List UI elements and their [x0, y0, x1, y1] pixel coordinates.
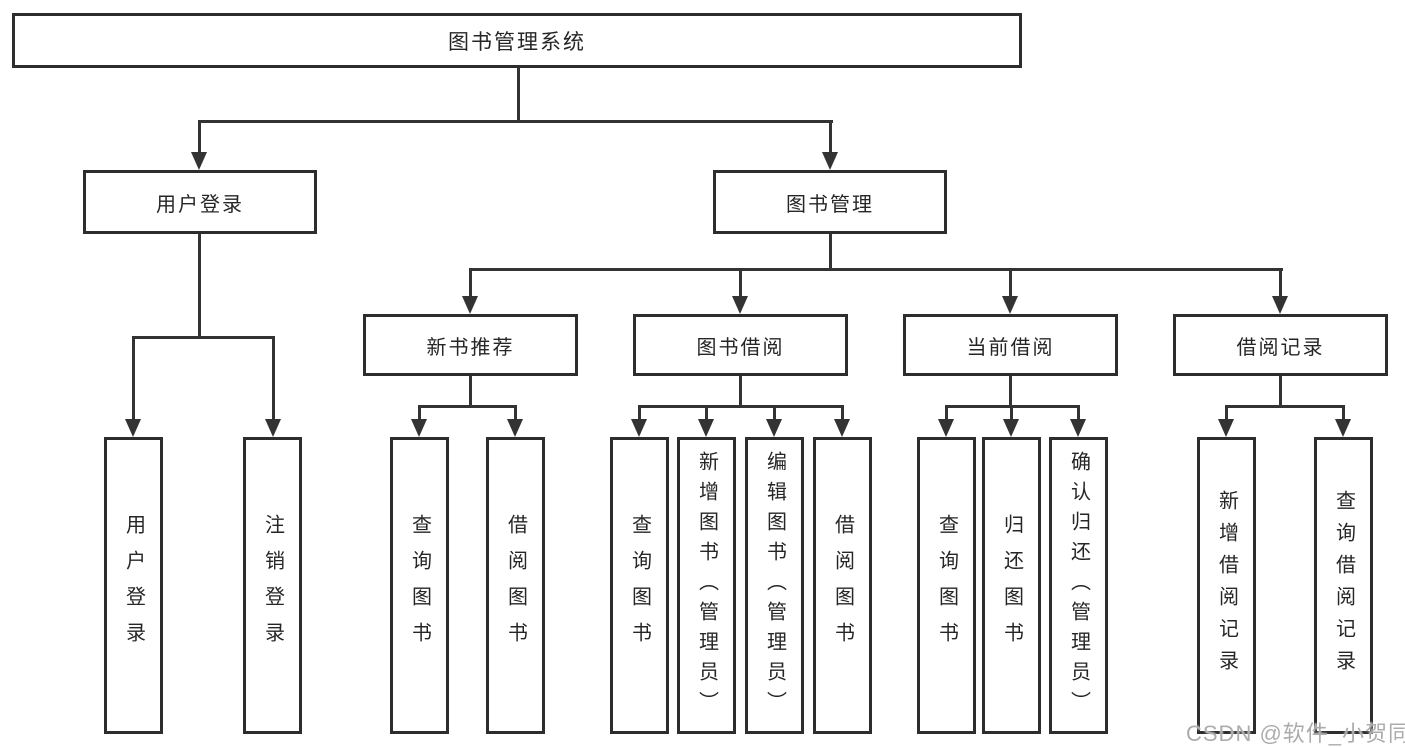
leaf-edit-books-admin: 编辑图书（管理员） [745, 437, 804, 734]
connector-borrow-records-stem [1279, 376, 1282, 405]
node-book-borrow-label: 图书借阅 [696, 336, 785, 359]
arrow-down-icon [938, 419, 954, 437]
connector-book-management-stem [829, 234, 832, 268]
node-borrow-records: 借阅记录 [1173, 314, 1388, 376]
arrow-down-icon [1003, 419, 1019, 437]
arrow-down-icon [1002, 296, 1018, 314]
node-current-borrow-label: 当前借阅 [966, 336, 1055, 359]
leaf-query-borrow-record-label: 查询借阅记录 [1332, 489, 1355, 682]
connector-drop-leaf [1077, 405, 1080, 421]
leaf-query-books-borrow: 查询图书 [610, 437, 669, 734]
arrow-down-icon [462, 296, 478, 314]
leaf-query-borrow-record: 查询借阅记录 [1314, 437, 1373, 734]
node-new-book-recommend-label: 新书推荐 [426, 336, 515, 359]
leaf-edit-books-admin-label: 编辑图书（管理员） [763, 450, 786, 721]
connector-drop-leaf [841, 405, 844, 421]
connector-drop-user-login [198, 120, 201, 154]
arrow-down-icon [507, 419, 523, 437]
connector-drop-leaf [514, 405, 517, 421]
leaf-borrow-books-recommend: 借阅图书 [486, 437, 545, 734]
leaf-add-books-admin: 新增图书（管理员） [677, 437, 736, 734]
connector-drop-login-leaf [132, 336, 135, 421]
arrow-down-icon [1070, 419, 1086, 437]
arrow-down-icon [265, 419, 281, 437]
leaf-logout-label: 注销登录 [261, 513, 284, 658]
connector-drop-current-borrow [1009, 268, 1012, 298]
arrow-down-icon [766, 419, 782, 437]
leaf-add-books-admin-label: 新增图书（管理员） [695, 450, 718, 721]
leaf-confirm-return-admin: 确认归还（管理员） [1049, 437, 1108, 734]
node-book-management: 图书管理 [713, 170, 947, 234]
leaf-query-books-recommend: 查询图书 [390, 437, 449, 734]
node-user-login: 用户登录 [83, 170, 317, 234]
arrow-down-icon [1218, 419, 1234, 437]
csdn-watermark: CSDN @软件_小贺同学 [1186, 721, 1405, 746]
connector-drop-leaf [638, 405, 641, 421]
leaf-add-borrow-record-label: 新增借阅记录 [1215, 489, 1238, 682]
leaf-logout: 注销登录 [243, 437, 302, 734]
arrow-down-icon [1335, 419, 1351, 437]
leaf-user-login: 用户登录 [104, 437, 163, 734]
connector-new-books-bar [418, 405, 517, 408]
leaf-borrow-books: 借阅图书 [813, 437, 872, 734]
connector-drop-leaf [945, 405, 948, 421]
arrow-down-icon [732, 296, 748, 314]
leaf-add-borrow-record: 新增借阅记录 [1197, 437, 1256, 734]
connector-user-login-stem [198, 234, 201, 336]
connector-current-borrow-stem [1009, 376, 1012, 405]
arrow-down-icon [698, 419, 714, 437]
arrow-down-icon [411, 419, 427, 437]
arrow-down-icon [631, 419, 647, 437]
connector-drop-leaf [705, 405, 708, 421]
connector-root-stem [517, 68, 520, 120]
arrow-down-icon [1272, 296, 1288, 314]
arrow-down-icon [191, 152, 207, 170]
node-book-management-label: 图书管理 [786, 193, 874, 216]
connector-drop-leaf [773, 405, 776, 421]
node-root: 图书管理系统 [12, 13, 1022, 68]
connector-drop-leaf [1342, 405, 1345, 421]
leaf-user-login-label: 用户登录 [122, 513, 145, 658]
connector-book-borrow-stem [739, 376, 742, 405]
leaf-query-books-current: 查询图书 [917, 437, 976, 734]
leaf-borrow-books-recommend-label: 借阅图书 [504, 513, 527, 658]
leaf-query-books-borrow-label: 查询图书 [628, 513, 651, 658]
leaf-borrow-books-label: 借阅图书 [831, 513, 854, 658]
connector-root-bar [198, 120, 833, 123]
connector-new-books-stem [469, 376, 472, 405]
node-new-book-recommend: 新书推荐 [363, 314, 578, 376]
connector-drop-leaf [1010, 405, 1013, 421]
connector-drop-book-borrow [739, 268, 742, 298]
node-user-login-label: 用户登录 [156, 193, 244, 216]
connector-book-borrow-bar [638, 405, 844, 408]
leaf-query-books-current-label: 查询图书 [935, 513, 958, 658]
leaf-return-books-label: 归还图书 [1000, 513, 1023, 658]
leaf-return-books: 归还图书 [982, 437, 1041, 734]
connector-user-login-bar [132, 336, 275, 339]
arrow-down-icon [125, 419, 141, 437]
leaf-query-books-recommend-label: 查询图书 [408, 513, 431, 658]
arrow-down-icon [822, 152, 838, 170]
connector-drop-leaf [418, 405, 421, 421]
connector-drop-book-management [829, 120, 832, 154]
connector-borrow-records-bar [1225, 405, 1345, 408]
node-borrow-records-label: 借阅记录 [1236, 336, 1325, 359]
connector-book-management-bar [469, 268, 1283, 271]
node-current-borrow: 当前借阅 [903, 314, 1118, 376]
node-root-label: 图书管理系统 [448, 30, 586, 54]
connector-drop-leaf [1225, 405, 1228, 421]
leaf-confirm-return-admin-label: 确认归还（管理员） [1067, 450, 1090, 721]
node-book-borrow: 图书借阅 [633, 314, 848, 376]
connector-drop-new-books [469, 268, 472, 298]
connector-drop-logout-leaf [272, 336, 275, 421]
connector-drop-borrow-records [1279, 268, 1282, 298]
arrow-down-icon [834, 419, 850, 437]
